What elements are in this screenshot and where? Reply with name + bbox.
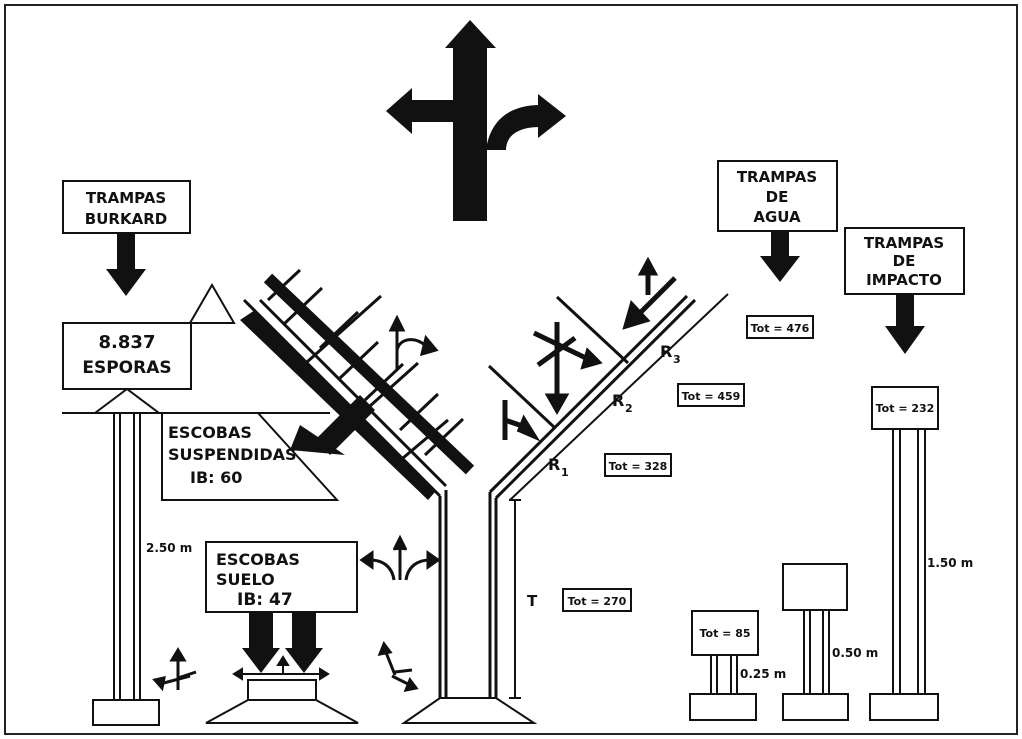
burkard-count: 8.837 <box>99 332 156 353</box>
updraft-arrows-icon <box>362 538 438 580</box>
scatter-arrows-icon <box>155 650 196 690</box>
floor-broom-base <box>206 700 358 723</box>
tall-tower-base <box>870 694 938 720</box>
mid-tower-height: 0.50 m <box>832 646 878 660</box>
floor-brooms-line1: ESCOBAS <box>216 550 300 569</box>
r2-sub: 2 <box>625 402 633 415</box>
scatter-arrows-icon-2 <box>380 644 416 690</box>
mid-tower-pole <box>804 610 829 694</box>
impact-traps-line3: IMPACTO <box>866 271 942 289</box>
down-arrow-icon-impact <box>885 294 925 354</box>
suspended-brooms-line3: IB: 60 <box>190 468 242 487</box>
burkard-count-unit: ESPORAS <box>82 358 171 378</box>
floor-broom-tray <box>248 680 316 700</box>
turn-arrow-icon <box>391 318 436 370</box>
short-tower-base <box>690 694 756 720</box>
burkard-base <box>93 700 159 725</box>
water-traps-line3: AGUA <box>753 208 801 226</box>
tree-base <box>404 698 534 723</box>
tot-t: Tot = 270 <box>568 595 627 608</box>
burkard-cap <box>95 389 159 413</box>
floor-brooms-line3: IB: 47 <box>237 590 293 610</box>
tall-tower-height: 1.50 m <box>927 556 973 570</box>
tot-r3: Tot = 476 <box>751 322 810 335</box>
r3-sub: 3 <box>673 353 681 366</box>
tall-tower-pole <box>893 429 925 694</box>
burkard-label-line1: TRAMPAS <box>86 189 166 207</box>
burkard-label-line2: BURKARD <box>85 210 167 228</box>
short-tower-total: Tot = 85 <box>699 627 750 640</box>
burkard-pole <box>114 413 140 700</box>
burkard-height: 2.50 m <box>146 541 192 555</box>
horizontal-spread-arrow-icon <box>234 657 328 679</box>
mid-tower-head <box>783 564 847 610</box>
suspended-brooms-line2: SUSPENDIDAS <box>168 445 297 464</box>
down-arrow-icon <box>106 233 146 296</box>
impact-traps-line2: DE <box>893 252 916 270</box>
short-tower-pole <box>711 655 737 694</box>
t-label: T <box>527 592 538 610</box>
tall-tower-total: Tot = 232 <box>876 402 935 415</box>
mid-tower-base <box>783 694 848 720</box>
tree-trunk <box>440 490 496 698</box>
short-tower-height: 0.25 m <box>740 667 786 681</box>
tot-r2: Tot = 459 <box>682 390 741 403</box>
water-traps-line1: TRAMPAS <box>737 168 817 186</box>
impact-traps-line1: TRAMPAS <box>864 234 944 252</box>
wind-direction-arrow-icon <box>386 20 566 221</box>
floor-brooms-line2: SUELO <box>216 570 275 589</box>
down-arrow-icon-water <box>760 231 800 282</box>
burkard-vane-triangle <box>190 285 234 323</box>
cross-arrows-icon <box>534 322 598 410</box>
r1-sub: 1 <box>561 466 569 479</box>
tot-r1: Tot = 328 <box>609 460 668 473</box>
suspended-brooms-line1: ESCOBAS <box>168 423 252 442</box>
water-traps-line2: DE <box>766 188 789 206</box>
